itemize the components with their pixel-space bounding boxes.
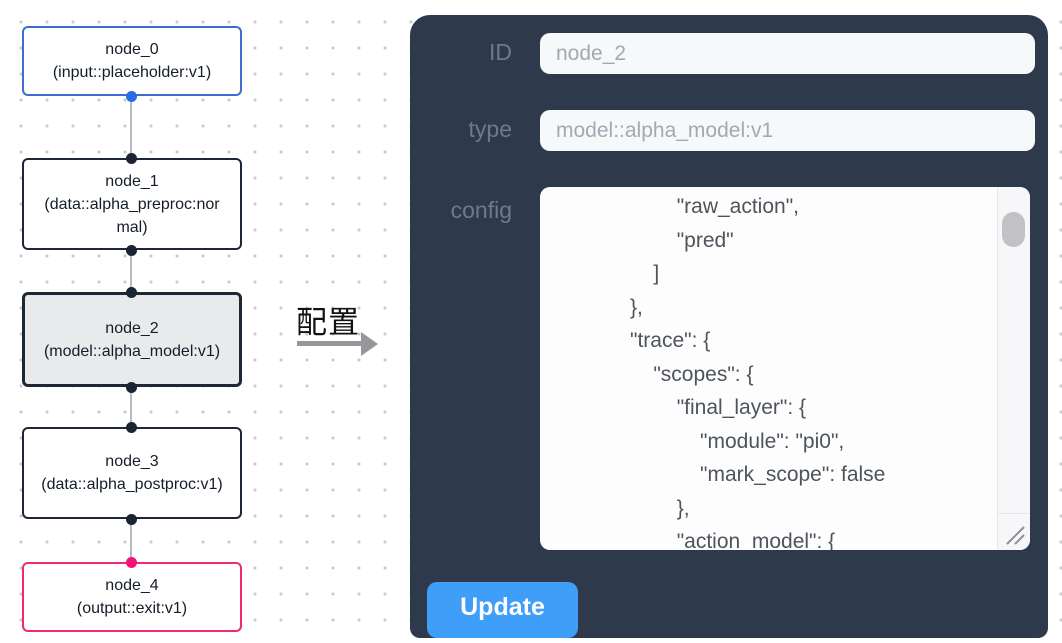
handle-node2-source[interactable] — [126, 382, 137, 393]
type-field-label: type — [468, 116, 512, 142]
type-input[interactable] — [540, 110, 1035, 151]
handle-node3-source[interactable] — [126, 514, 137, 525]
node-type-label: (data::alpha_preproc:normal) — [44, 195, 220, 236]
configure-label: 配置 — [296, 305, 360, 340]
handle-node4-target[interactable] — [126, 557, 137, 568]
handle-node1-target[interactable] — [126, 153, 137, 164]
handle-node2-target[interactable] — [126, 287, 137, 298]
node-config-panel: ID type config "raw_action", "pred" ] },… — [410, 15, 1048, 638]
node-title: node_3 — [105, 453, 159, 470]
config-json-text[interactable]: "raw_action", "pred" ] }, "trace": { "sc… — [630, 195, 886, 550]
resize-grip-icon — [1006, 526, 1025, 545]
flow-node-postproc[interactable]: node_3 (data::alpha_postproc:v1) — [22, 427, 242, 519]
config-scrollbar-track[interactable] — [997, 187, 1030, 550]
edge-node1-node2 — [130, 250, 132, 292]
right-arrow-head-icon — [361, 332, 378, 356]
handle-node0-source[interactable] — [126, 91, 137, 102]
flow-node-model-selected[interactable]: node_2 (model::alpha_model:v1) — [22, 292, 242, 387]
node-title: node_2 — [105, 319, 159, 337]
update-button[interactable]: Update — [427, 582, 578, 638]
textarea-resize-handle[interactable] — [997, 513, 1030, 550]
flow-node-output[interactable]: node_4 (output::exit:v1) — [22, 562, 242, 632]
flow-node-input[interactable]: node_0 (input::placeholder:v1) — [22, 26, 242, 96]
handle-node1-source[interactable] — [126, 245, 137, 256]
config-textarea[interactable]: "raw_action", "pred" ] }, "trace": { "sc… — [540, 187, 1030, 550]
node-title: node_0 — [105, 41, 159, 58]
right-arrow-icon — [297, 341, 361, 346]
node-type-label: (input::placeholder:v1) — [52, 64, 212, 81]
edge-node3-node4 — [130, 519, 132, 562]
edge-node0-node1 — [130, 96, 132, 158]
node-title: node_4 — [105, 577, 159, 594]
id-input[interactable] — [540, 33, 1035, 74]
node-type-label: (model::alpha_model:v1) — [43, 342, 221, 360]
config-scrollbar-thumb[interactable] — [1002, 212, 1025, 247]
id-field-label: ID — [489, 39, 512, 65]
node-type-label: (data::alpha_postproc:v1) — [41, 476, 223, 493]
edge-node2-node3 — [130, 387, 132, 427]
handle-node3-target[interactable] — [126, 422, 137, 433]
flow-node-preproc[interactable]: node_1 (data::alpha_preproc:normal) — [22, 158, 242, 250]
config-field-label: config — [450, 197, 512, 223]
node-title: node_1 — [105, 172, 159, 190]
node-type-label: (output::exit:v1) — [76, 600, 188, 617]
